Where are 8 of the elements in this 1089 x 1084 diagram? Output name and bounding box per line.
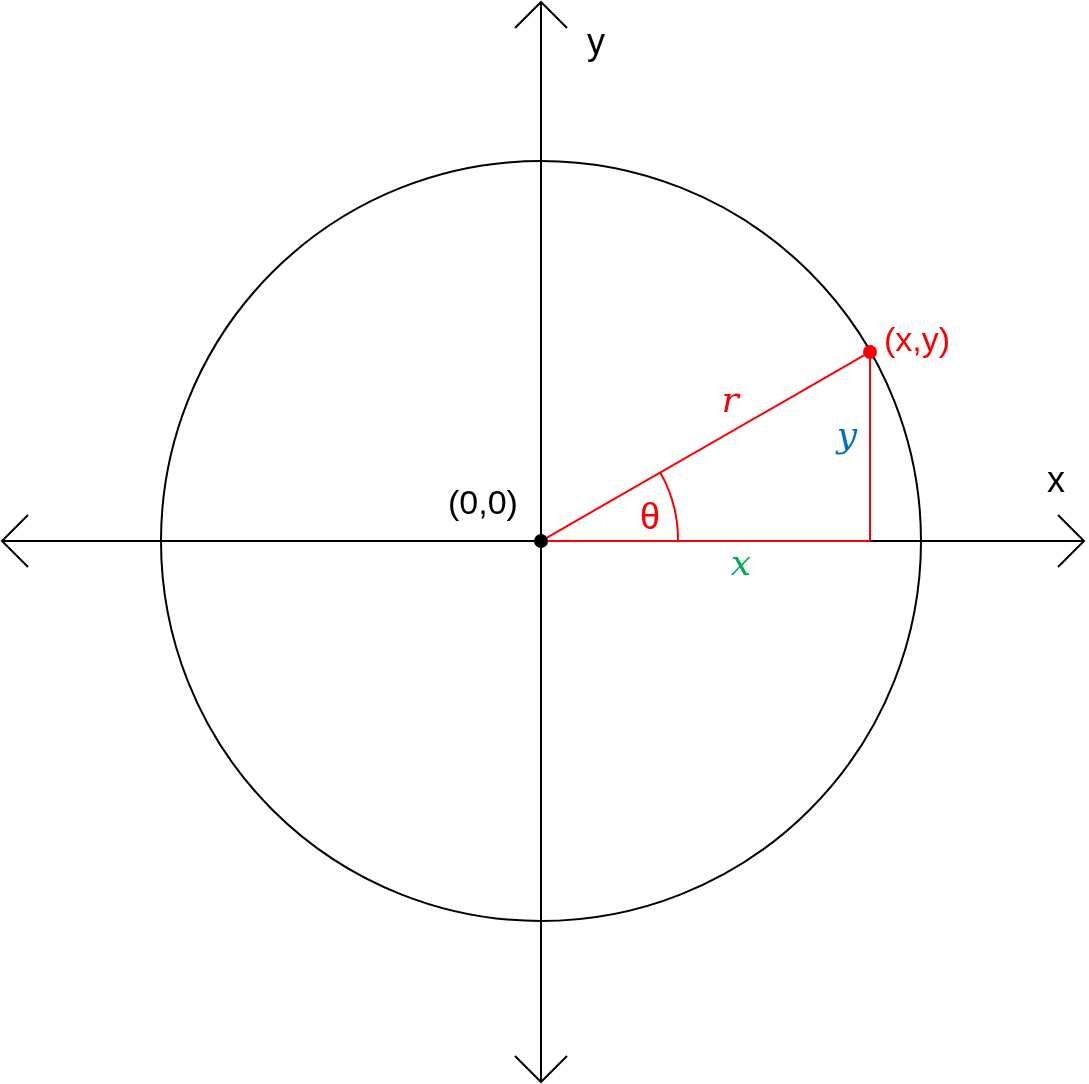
side-label: x <box>730 545 752 581</box>
coordinate-label: (x,y) <box>884 322 951 356</box>
side-label: y <box>836 417 858 453</box>
axis-label: x <box>1047 462 1065 498</box>
axis-label: y <box>587 24 605 60</box>
radius-line <box>546 354 865 539</box>
coordinate-label: (0,0) <box>448 485 518 519</box>
angle-label: θ <box>640 499 660 535</box>
